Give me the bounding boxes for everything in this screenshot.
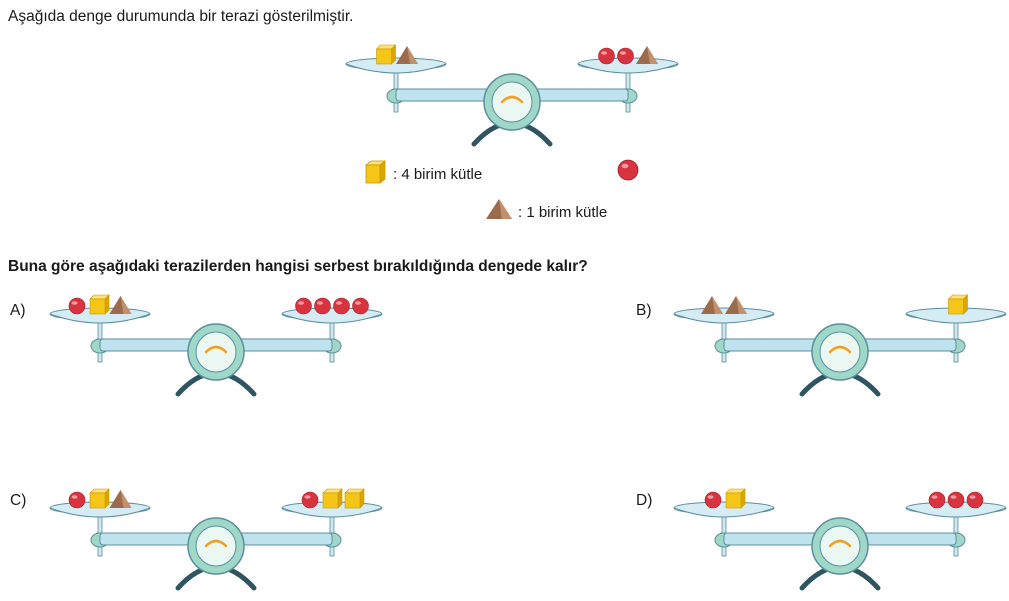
cube-icon [89, 488, 110, 509]
ball-icon [617, 47, 634, 65]
ball-icon [598, 47, 615, 65]
pyramid-icon [109, 296, 132, 314]
ball-icon [966, 491, 984, 509]
ball-icon [333, 297, 350, 315]
option-a-label: A) [10, 302, 26, 319]
pyramid-icon [701, 296, 723, 314]
reference-scale [344, 42, 679, 152]
option-d-label: D) [636, 492, 653, 509]
ball-icon [947, 491, 965, 509]
balance-scale-drawing [673, 294, 1007, 397]
cube-icon [322, 488, 343, 509]
ball-icon [314, 297, 331, 315]
pyramid-icon [636, 46, 658, 64]
cube-icon [375, 44, 397, 65]
pyramid-icon [486, 199, 512, 219]
ball-icon [68, 491, 86, 509]
intro-text: Aşağıda denge durumunda bir terazi göste… [8, 8, 354, 25]
cube-icon [89, 294, 110, 315]
cube-icon [344, 488, 365, 509]
balance-scale-drawing [49, 294, 383, 397]
option-b-label: B) [636, 302, 652, 319]
pyramid-icon [396, 46, 418, 64]
cube-icon [364, 160, 387, 184]
ball-icon [928, 491, 946, 509]
cube-legend-text: : 4 birim kütle [393, 166, 483, 183]
balance-scale-drawing [673, 488, 1007, 591]
option-d-scale [672, 486, 1007, 596]
option-c-scale [48, 486, 383, 596]
pyramid-icon [109, 490, 132, 508]
option-a-scale [48, 292, 383, 402]
cube-icon [725, 488, 746, 509]
question-text: Buna göre aşağıdaki terazilerden hangisi… [8, 258, 588, 275]
ball-icon [68, 297, 86, 315]
ball-icon [704, 491, 722, 509]
ball-icon [295, 297, 312, 315]
option-b-scale [672, 292, 1007, 402]
balance-scale-drawing [345, 44, 679, 147]
ball-icon [617, 159, 639, 181]
balance-scale-drawing [49, 488, 383, 591]
pyramid-legend-text: : 1 birim kütle [518, 204, 608, 221]
ball-icon [352, 297, 369, 315]
option-c-label: C) [10, 492, 27, 509]
ball-icon [301, 491, 319, 509]
cube-icon [947, 294, 969, 315]
pyramid-icon [725, 296, 747, 314]
